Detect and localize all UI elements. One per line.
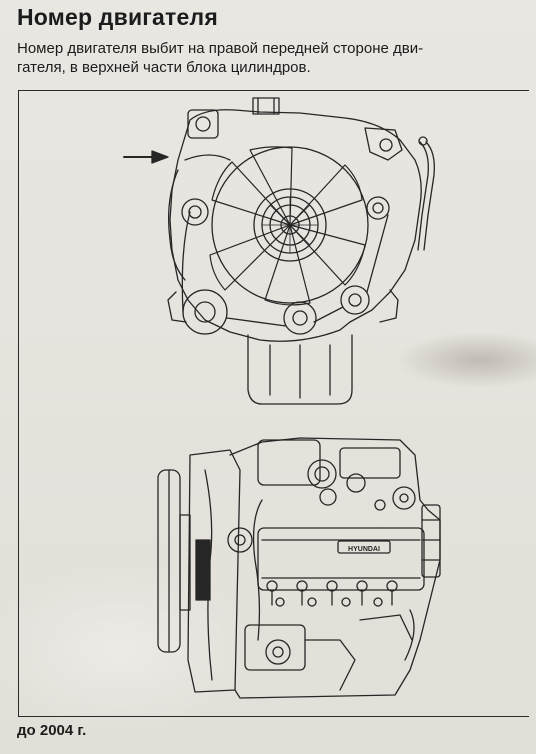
page-title: Номер двигателя [17, 4, 218, 30]
figure-frame [18, 90, 529, 717]
arrow-icon [123, 150, 169, 164]
hyundai-emblem-text: HYUNDAI [348, 546, 380, 553]
engine-side-view [157, 437, 441, 699]
figure-caption: до 2004 г. [17, 722, 87, 739]
description-text: Номер двигателя выбит на правой передней… [17, 40, 424, 76]
engine-front-view [167, 97, 435, 405]
